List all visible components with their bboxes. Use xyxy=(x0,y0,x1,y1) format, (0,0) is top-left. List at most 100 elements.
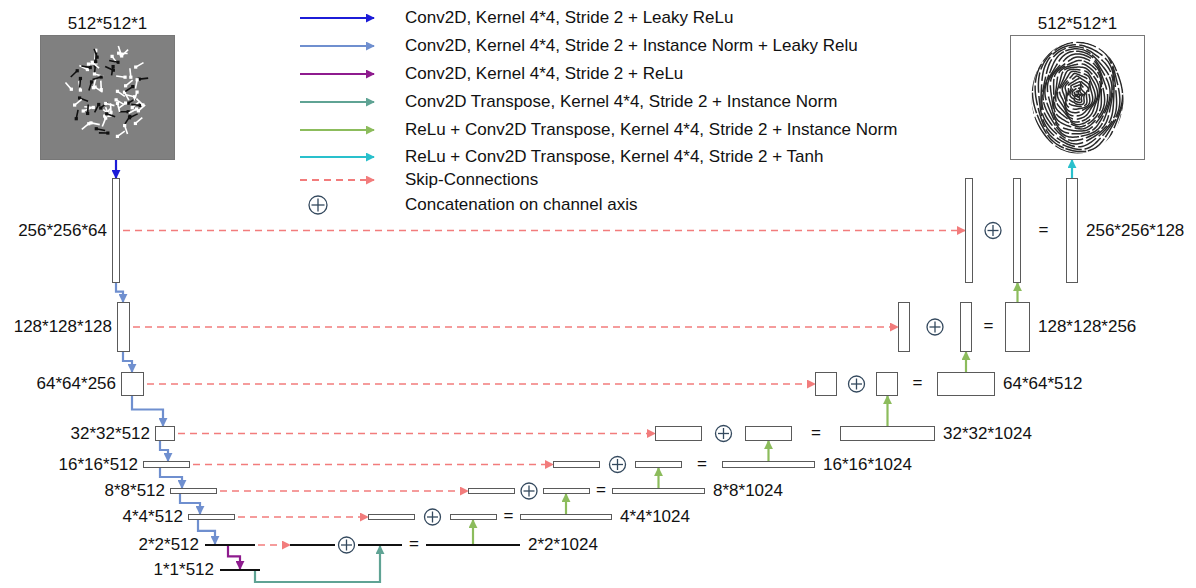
legend-text: Conv2D, Kernel 4*4, Stride 2 + Leaky ReL… xyxy=(405,8,733,28)
fingerprint-ridge xyxy=(1054,64,1100,125)
dimension-label: 16*16*512 xyxy=(59,455,138,475)
minutia-mark xyxy=(125,115,132,124)
minutia-mark xyxy=(135,78,138,88)
layer-arrow xyxy=(965,352,967,372)
skip-connection xyxy=(258,544,290,546)
minutia-mark xyxy=(82,122,91,129)
legend-sample xyxy=(300,157,374,158)
concat-plus xyxy=(528,486,529,497)
skip-copy-map xyxy=(965,178,973,283)
minutiae-map xyxy=(65,46,148,138)
minutia-mark xyxy=(136,99,144,107)
fingerprint-ridge xyxy=(1035,39,1120,149)
minutia-dot xyxy=(120,54,123,57)
legend-sample xyxy=(300,180,374,181)
minutia-mark xyxy=(134,63,143,69)
concat-circle xyxy=(927,319,943,335)
dimension-label: 128*128*256 xyxy=(1038,317,1136,337)
concat-map xyxy=(520,514,612,520)
minutia-mark xyxy=(99,131,110,134)
input-image-ground xyxy=(40,35,175,160)
concat-symbol xyxy=(339,537,355,553)
concat-plus xyxy=(346,540,347,551)
feature-map: 32*32*512 xyxy=(155,426,175,441)
minutia-dot xyxy=(79,77,82,80)
minutia-dot xyxy=(89,66,92,69)
minutia-dot xyxy=(117,52,120,55)
legend-samples xyxy=(300,18,374,214)
minutia-mark xyxy=(65,82,72,90)
skip-connection xyxy=(193,464,553,466)
minutia-mark xyxy=(93,75,103,79)
minutia-mark xyxy=(81,66,91,69)
minutia-dot xyxy=(87,122,90,125)
minutia-dot xyxy=(104,102,107,105)
dimension-label: 32*32*512 xyxy=(71,424,150,444)
legend-sample xyxy=(300,130,374,131)
fingerprint-ridge xyxy=(1042,47,1113,141)
dimension-label: 1*1*512 xyxy=(153,560,214,580)
minutia-dot xyxy=(73,103,76,106)
minutia-dot xyxy=(116,135,119,138)
legend-arrow xyxy=(300,101,374,103)
equals-sign: = xyxy=(984,316,994,336)
dimension-label: 8*8*1024 xyxy=(713,481,783,501)
minutia-mark xyxy=(104,102,114,106)
fingerprint-ridge xyxy=(1032,36,1122,152)
dimension-label: 32*32*1024 xyxy=(943,424,1032,444)
legend-arrow xyxy=(300,45,374,47)
legend-sample xyxy=(300,74,374,75)
concat-block: 256*256*128 xyxy=(965,178,1078,283)
concat-plus xyxy=(317,199,318,212)
minutia-dot xyxy=(97,103,100,106)
fingerprint-ridge xyxy=(1041,45,1114,144)
concat-symbol xyxy=(849,376,865,392)
minutia-dot xyxy=(82,109,85,112)
minutia-dot xyxy=(116,90,119,93)
legend-arrow xyxy=(300,129,374,131)
concat-map xyxy=(1066,178,1078,283)
minutia-mark xyxy=(124,80,133,87)
layer-arrow xyxy=(160,441,168,461)
concat-circle xyxy=(716,426,732,442)
minutia-dot xyxy=(135,107,138,110)
minutia-mark xyxy=(94,53,97,64)
upsampled-map xyxy=(635,461,682,468)
legend-sample xyxy=(309,196,327,214)
concat-block: 32*32*1024 xyxy=(655,426,935,441)
skip-copy-map xyxy=(368,514,415,520)
fingerprint-ridge xyxy=(1043,49,1112,137)
minutia-mark xyxy=(116,76,127,79)
layer-arrow xyxy=(472,520,474,544)
dimension-label: 256*256*64 xyxy=(18,221,107,241)
minutia-dot xyxy=(123,76,126,79)
concat-block: 8*8*1024 xyxy=(468,488,705,494)
layer-arrow xyxy=(1071,160,1073,178)
minutia-mark xyxy=(89,121,99,124)
image-frame: 512*512*1 xyxy=(40,35,175,160)
minutia-mark xyxy=(100,81,103,92)
minutia-mark xyxy=(75,110,78,120)
minutia-dot xyxy=(70,88,73,91)
dimension-label: 512*512*1 xyxy=(1038,14,1117,34)
dimension-label: 512*512*1 xyxy=(68,14,147,34)
minutia-dot xyxy=(106,131,109,134)
concat-plus xyxy=(617,459,618,470)
concat-map xyxy=(1005,302,1030,352)
equals-sign: = xyxy=(504,506,514,526)
dimension-label: 8*8*512 xyxy=(104,481,165,501)
upsampled-map xyxy=(960,302,972,352)
skip-connection xyxy=(220,490,468,492)
layer-arrow xyxy=(228,546,240,569)
fingerprint-ridge xyxy=(1026,24,1128,162)
layer-arrow xyxy=(132,396,163,426)
concat-map xyxy=(426,544,520,546)
minutia-mark xyxy=(129,107,139,113)
layer-arrow xyxy=(565,494,567,514)
fingerprint-ridge xyxy=(1038,42,1116,147)
concat-plus xyxy=(856,379,857,390)
layer-arrow xyxy=(657,468,659,488)
concat-circle xyxy=(849,376,865,392)
upsampled-map xyxy=(543,488,590,494)
